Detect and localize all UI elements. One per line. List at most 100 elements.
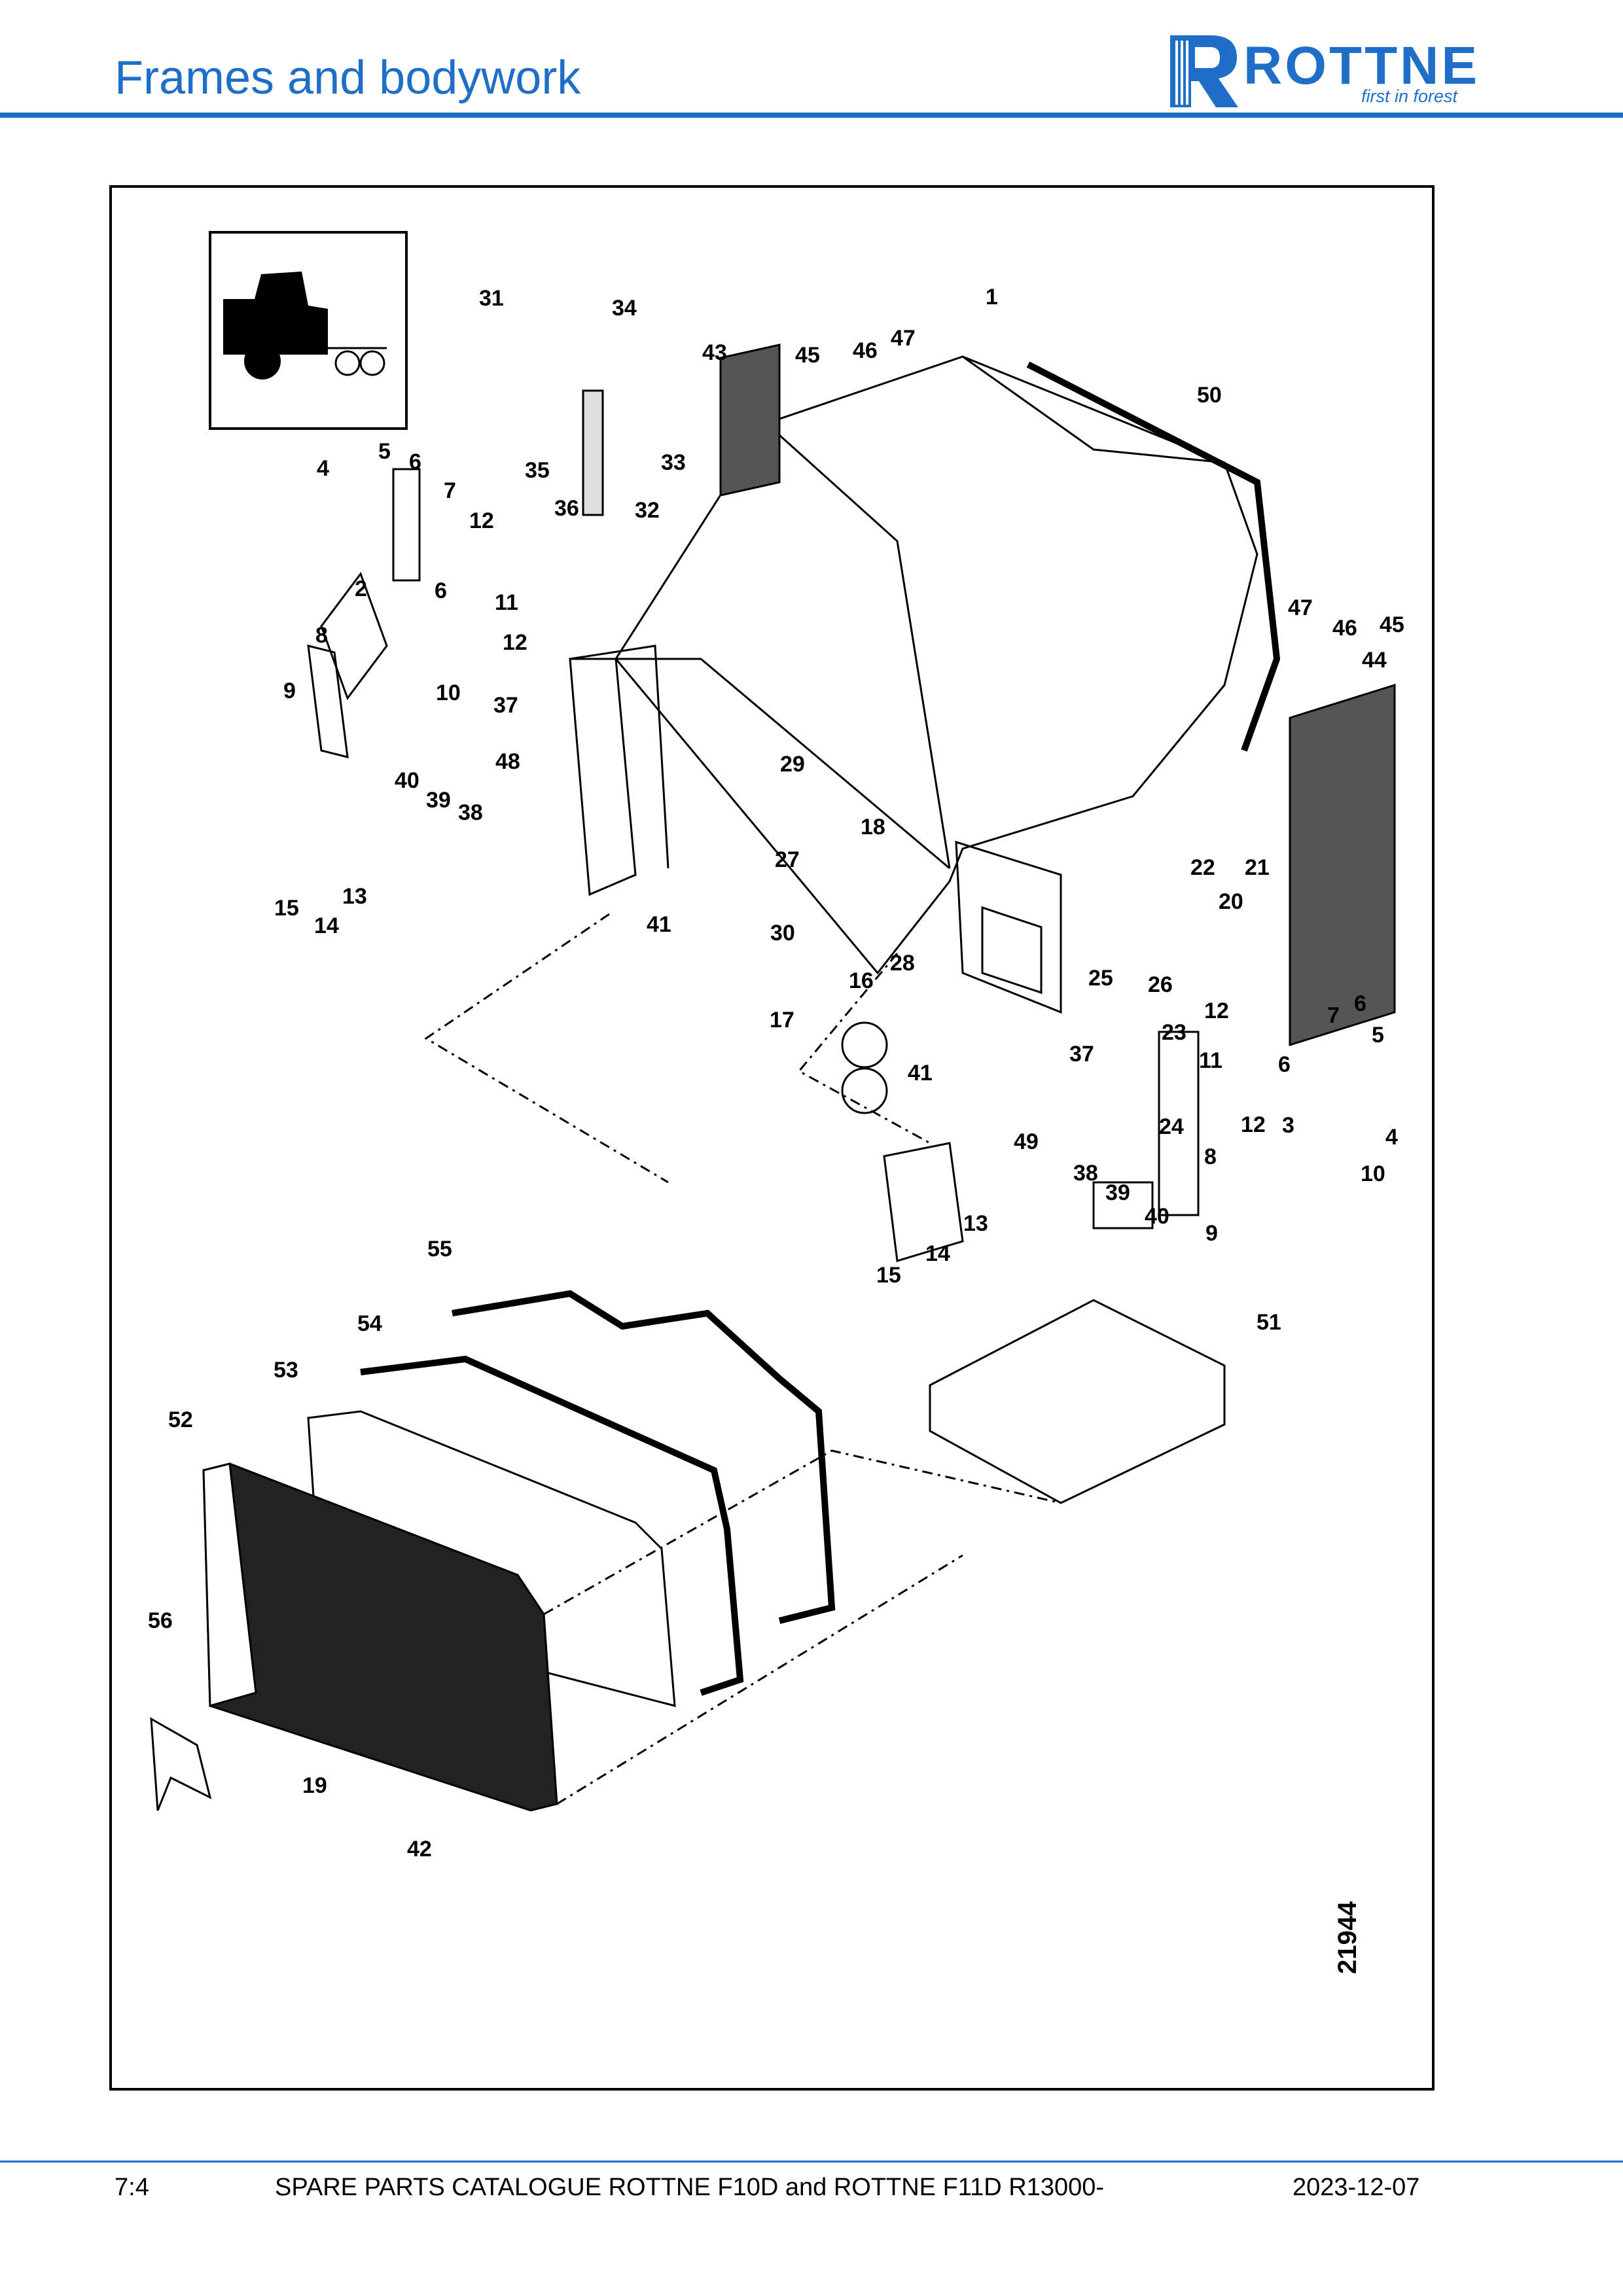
callout-46b: 46	[1332, 616, 1357, 641]
callout-21: 21	[1245, 855, 1270, 880]
machine-location-inset	[209, 231, 408, 430]
callout-9b: 9	[1205, 1221, 1218, 1246]
callout-6d: 6	[1278, 1052, 1291, 1077]
callout-18: 18	[861, 815, 885, 839]
callout-29: 29	[780, 752, 805, 777]
callout-35: 35	[525, 458, 550, 483]
callout-19: 19	[302, 1773, 327, 1798]
callout-13b: 13	[963, 1211, 988, 1236]
callout-31: 31	[479, 286, 504, 311]
callout-22: 22	[1190, 855, 1215, 880]
callout-24: 24	[1159, 1114, 1184, 1139]
callout-40b: 40	[1145, 1204, 1169, 1229]
callout-41b: 41	[908, 1061, 933, 1086]
callout-33: 33	[661, 450, 686, 475]
callout-15: 15	[274, 896, 299, 921]
side-grille-left	[719, 344, 781, 497]
callout-15b: 15	[876, 1263, 901, 1288]
radiator-seal-55	[452, 1290, 836, 1624]
callout-52: 52	[168, 1407, 193, 1432]
callout-13: 13	[342, 884, 367, 909]
callout-14b: 14	[925, 1241, 950, 1266]
callout-47: 47	[891, 326, 916, 351]
page-title: Frames and bodywork	[115, 52, 581, 104]
callout-45: 45	[795, 343, 820, 368]
radiator-grille-52	[202, 1462, 558, 1812]
callout-49: 49	[1014, 1129, 1039, 1154]
header-rule	[0, 113, 1623, 118]
callout-4: 4	[317, 456, 329, 481]
side-grille-right	[1289, 683, 1396, 1047]
callout-12d: 12	[1241, 1112, 1266, 1137]
callout-12c: 12	[1204, 998, 1229, 1023]
callout-43: 43	[702, 340, 727, 365]
callout-37b: 37	[1069, 1042, 1094, 1067]
hood-body	[615, 355, 1258, 975]
callout-8b: 8	[1204, 1144, 1217, 1169]
brand-logo: ROTTNE first in forest	[1165, 26, 1531, 110]
callout-28: 28	[890, 951, 915, 976]
callout-4b: 4	[1385, 1125, 1398, 1150]
footer-rule	[0, 2161, 1623, 2163]
footer-date: 2023-12-07	[1293, 2174, 1420, 2201]
callout-5b: 5	[1372, 1023, 1384, 1048]
callout-9: 9	[283, 679, 296, 703]
callout-11b: 11	[1199, 1048, 1222, 1073]
callout-56: 56	[148, 1608, 173, 1633]
logo-wordmark: ROTTNE	[1243, 36, 1480, 96]
callout-12: 12	[469, 508, 494, 533]
callout-34: 34	[612, 296, 637, 321]
footer-catalogue-title: SPARE PARTS CATALOGUE ROTTNE F10D and RO…	[275, 2174, 1105, 2201]
fan-blade-56	[150, 1717, 212, 1811]
diagram-frame: 1 2 3 4 4 5 5 6 6 6 6 7 7 8 8 9 9 10 10 …	[109, 185, 1435, 2091]
callout-37: 37	[493, 693, 518, 718]
callout-6b: 6	[435, 578, 447, 603]
callout-1: 1	[986, 285, 998, 309]
callout-7b: 7	[1327, 1003, 1340, 1028]
callout-40: 40	[395, 768, 419, 793]
callout-30: 30	[770, 921, 795, 945]
gas-strut	[582, 389, 604, 516]
callout-10: 10	[436, 680, 461, 705]
callout-39: 39	[426, 788, 451, 813]
callout-44: 44	[1362, 648, 1387, 673]
callout-46: 46	[853, 338, 878, 363]
callout-20: 20	[1219, 889, 1243, 914]
callout-54: 54	[357, 1311, 382, 1336]
callout-53: 53	[274, 1358, 298, 1383]
callout-50: 50	[1197, 383, 1222, 408]
callout-41: 41	[647, 912, 671, 937]
callout-11: 11	[495, 590, 518, 615]
callout-5: 5	[378, 439, 391, 464]
callout-38b: 38	[1073, 1161, 1098, 1186]
callout-12b: 12	[503, 630, 527, 655]
callout-32: 32	[635, 498, 660, 523]
callout-10b: 10	[1361, 1161, 1385, 1186]
callout-55: 55	[427, 1237, 452, 1262]
callout-3: 3	[1282, 1113, 1294, 1138]
bottom-cover	[929, 1299, 1226, 1504]
hood-seal-strip	[1026, 361, 1281, 752]
callout-45b: 45	[1380, 612, 1404, 637]
callout-14: 14	[314, 913, 339, 938]
callout-26: 26	[1148, 972, 1173, 997]
callout-16: 16	[849, 968, 874, 993]
callout-38: 38	[458, 800, 483, 825]
callout-48: 48	[495, 749, 520, 774]
callout-51: 51	[1257, 1310, 1281, 1335]
callout-8: 8	[315, 623, 328, 648]
callout-17: 17	[770, 1008, 794, 1033]
callout-25: 25	[1088, 966, 1113, 991]
callout-36: 36	[554, 496, 579, 521]
figure-number: 21944	[1333, 1901, 1362, 1974]
rottne-r-logo-icon	[1170, 35, 1238, 107]
callout-42: 42	[407, 1837, 432, 1862]
footer-page-number: 7:4	[115, 2174, 149, 2201]
exploded-parts-diagram: 1 2 3 4 4 5 5 6 6 6 6 7 7 8 8 9 9 10 10 …	[148, 231, 1404, 1974]
callout-labels: 1 2 3 4 4 5 5 6 6 6 6 7 7 8 8 9 9 10 10 …	[148, 285, 1404, 1862]
callout-47b: 47	[1288, 595, 1313, 620]
callout-23: 23	[1162, 1020, 1186, 1045]
callout-39b: 39	[1105, 1180, 1130, 1205]
callout-7: 7	[444, 478, 456, 503]
radiator-gasket-54	[360, 1355, 744, 1696]
